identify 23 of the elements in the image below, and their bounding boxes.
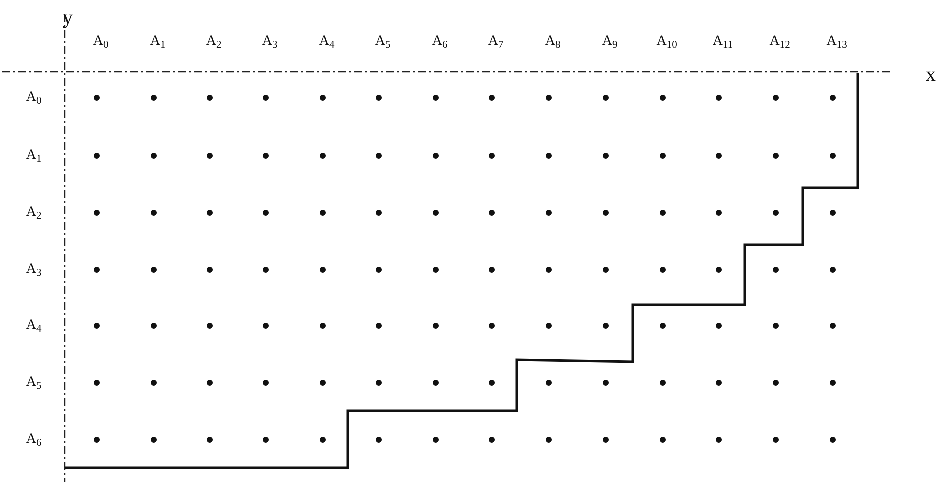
column-label: A$_{4}$ [319,35,335,49]
row-label: A$_{3}$ [26,263,42,277]
column-label: A$_{0}$ [93,35,109,49]
column-label: A$_{1}$ [150,35,166,49]
row-label: A$_{1}$ [26,149,42,163]
column-label: A$_{8}$ [545,35,561,49]
column-label: A$_{11}$ [712,35,734,49]
column-label: A$_{6}$ [432,35,448,49]
column-label: A$_{9}$ [602,35,618,49]
row-label: A$_{5}$ [26,376,42,390]
column-label: A$_{5}$ [375,35,391,49]
row-label: A$_{6}$ [26,433,42,447]
column-label: A$_{12}$ [770,35,790,49]
column-label: A$_{2}$ [206,35,222,49]
row-label: A$_{0}$ [26,91,42,105]
column-label: A$_{13}$ [826,35,848,49]
row-label: A$_{4}$ [26,319,42,333]
axis-label: y [63,8,73,28]
column-label: A$_{7}$ [488,35,504,49]
axis-label: x [926,65,936,85]
row-label: A$_{2}$ [26,206,42,220]
column-label: A$_{10}$ [656,35,678,49]
column-label: A$_{3}$ [262,35,278,49]
